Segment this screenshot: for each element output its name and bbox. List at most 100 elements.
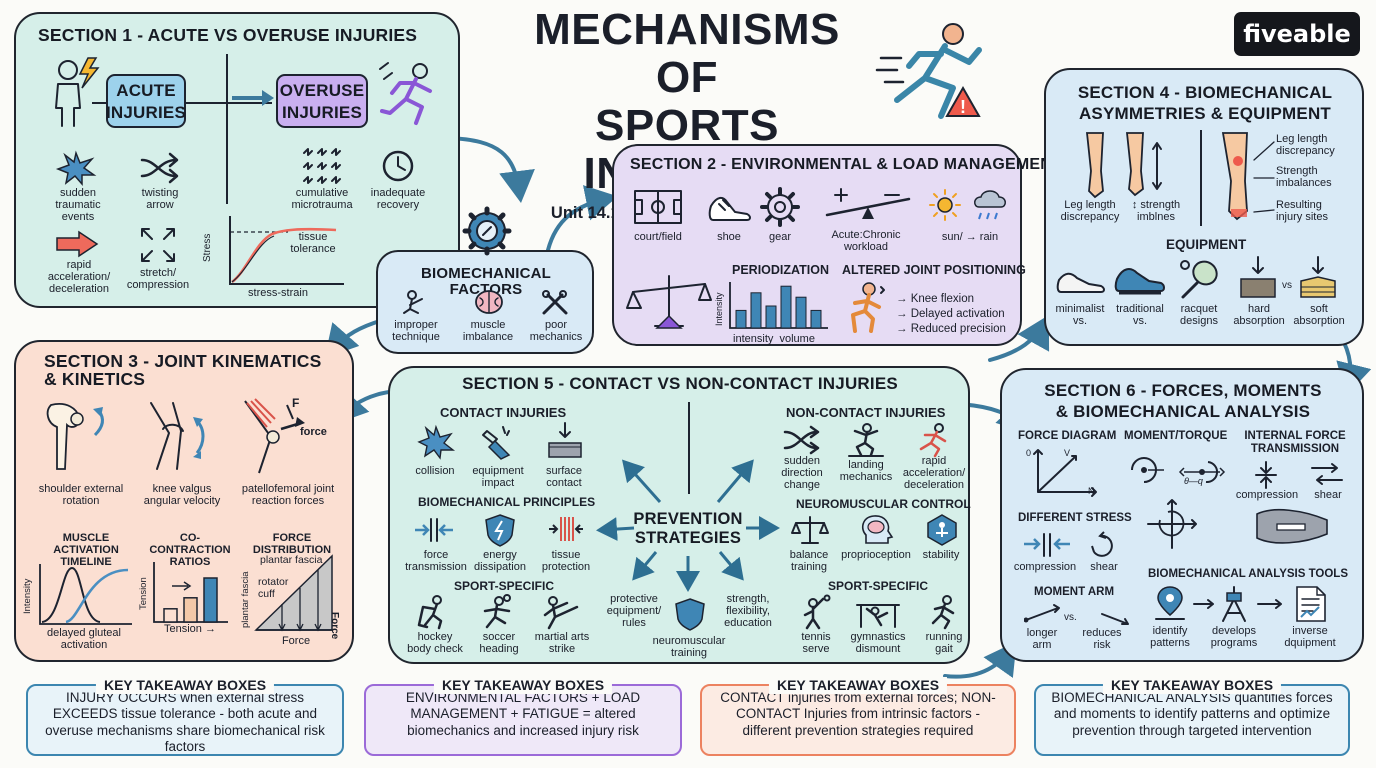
- force-transmission-icon: [412, 514, 456, 546]
- s5-sport-tennis: tennis serve: [801, 631, 831, 655]
- force-diagram: [1033, 449, 1097, 497]
- f-label: F: [292, 396, 300, 410]
- section-5-title: SECTION 5 - CONTACT VS NON-CONTACT INJUR…: [462, 374, 898, 393]
- technique-icon: [398, 288, 432, 316]
- collision-icon: [416, 424, 456, 460]
- fd-o-label: 0: [1026, 448, 1032, 458]
- s5-sport-soccer: soccer heading: [479, 631, 519, 655]
- s3-item-knee: knee valgus angular velocity: [143, 483, 221, 507]
- stress-strain-caption: stress-strain: [248, 287, 308, 299]
- s1-item-sudden-traumatic: sudden traumatic events: [55, 187, 101, 223]
- section-6-title: SECTION 6 - FORCES, MOMENTS & BIOMECHANI…: [1044, 381, 1322, 421]
- s1-item-inadequate: inadequate recovery: [370, 187, 426, 211]
- s5-nm-balance: balance training: [789, 549, 829, 573]
- sport-specific-right-heading: SPORT-SPECIFIC: [828, 579, 929, 593]
- co-contraction-bar: [183, 597, 198, 623]
- racquet-icon: [1176, 258, 1222, 302]
- takeaway-box-1: KEY TAKEAWAY BOXES INJURY OCCURS when ex…: [26, 677, 344, 756]
- periodization-bar: [795, 296, 807, 329]
- takeaway-3-text: CONTACT injuries from external forces; N…: [720, 690, 996, 738]
- ajp-item-knee: → Knee flexion: [896, 293, 974, 305]
- s5-principle-energy: energy dissipation: [474, 549, 526, 573]
- moment-arm-heading: MOMENT ARM: [1034, 586, 1115, 598]
- ma-longer: longer arm: [1026, 627, 1058, 651]
- fiveable-logo[interactable]: fiveable: [1234, 12, 1360, 56]
- s4-eq-traditional: traditional vs.: [1116, 303, 1164, 327]
- s5-prev-neuromuscular: neuromuscular training: [652, 635, 726, 659]
- takeaway-box-2: KEY TAKEAWAY BOXES ENVIRONMENTAL FACTORS…: [364, 677, 682, 756]
- s4-eq-hard: hard absorption: [1233, 303, 1285, 327]
- co-contraction-chart: [153, 562, 228, 623]
- co-contraction-bar: [203, 577, 218, 623]
- stretch-compress-icon: [138, 226, 178, 264]
- shoulder-icon: [36, 398, 122, 476]
- section-4-panel: [1044, 68, 1364, 346]
- s4-leg-length-right: Leg length discrepancy: [1276, 133, 1335, 157]
- s5-nc-landing: landing mechanics: [839, 459, 893, 483]
- muscle-activation-heading: MUSCLE ACTIVATION TIMELINE: [53, 532, 119, 569]
- ift-compression: compression: [1235, 489, 1299, 501]
- s4-eq-racquet: racquet designs: [1180, 303, 1218, 327]
- s5-principle-force: force transmission: [405, 549, 467, 573]
- periodization-bar: [780, 285, 792, 329]
- s5-contact-collision: collision: [415, 465, 455, 477]
- biomech-principles-heading: BIOMECHANICAL PRINCIPLES: [418, 495, 596, 509]
- periodization-bar: [735, 309, 747, 329]
- ajp-heading: ALTERED JOINT POSITIONING: [842, 263, 1026, 277]
- s4-leg-length-left: Leg length discrepancy: [1060, 199, 1120, 223]
- bio-item-technique: improper technique: [392, 319, 440, 343]
- running-figure-icon: [374, 60, 444, 126]
- identify-patterns-icon: [1150, 584, 1190, 624]
- energy-shield-icon: [482, 512, 518, 548]
- prevention-strategies-label: PREVENTION STRATEGIES: [633, 510, 743, 547]
- s5-principle-tissue: tissue protection: [541, 549, 591, 573]
- s4-injury-sites: Resulting injury sites: [1276, 199, 1328, 223]
- different-stress-heading: DIFFERENT STRESS: [1018, 512, 1132, 524]
- tissue-tolerance-label: tissue tolerance: [290, 231, 336, 255]
- takeaway-box-3: KEY TAKEAWAY BOXES CONTACT injuries from…: [700, 677, 1016, 756]
- non-contact-heading: NON-CONTACT INJURIES: [786, 405, 946, 420]
- section-2-title: SECTION 2 - ENVIRONMENTAL & LOAD MANAGEM…: [630, 156, 1063, 173]
- activation-caption: delayed gluteal activation: [46, 627, 121, 651]
- develops-programs-icon: [1214, 584, 1254, 624]
- stability-icon: [922, 512, 962, 548]
- periodization-bar: [810, 309, 822, 329]
- ds-shear: shear: [1090, 561, 1118, 573]
- section-5-divider: [688, 402, 690, 494]
- injured-leg-icon: [1216, 130, 1256, 222]
- section-4-title: SECTION 4 - BIOMECHANICAL ASYMMETRIES & …: [1077, 83, 1333, 123]
- intensity-axis-label: Intensity: [22, 578, 33, 614]
- knee-icon: [142, 398, 222, 476]
- ajp-list: → Knee flexion → Delayed activation → Re…: [896, 292, 1006, 337]
- seesaw-icon: [822, 184, 914, 228]
- s4-leader-lines: [1253, 141, 1275, 213]
- hockey-icon: [414, 594, 454, 630]
- landing-icon: [846, 422, 886, 458]
- s5-nc-rapid: rapid acceleration/ deceleration: [902, 455, 966, 491]
- sun-rain-icon: [928, 186, 1012, 226]
- periodization-heading: PERIODIZATION: [732, 263, 829, 277]
- gear-icon: [758, 186, 802, 228]
- prevention-arrows: [596, 459, 780, 592]
- theta-label: θ—q: [1184, 476, 1203, 486]
- different-stress-diagram: [1024, 531, 1113, 557]
- s1-item-rapid-accel: rapid acceleration/ deceleration: [47, 259, 111, 295]
- tension-axis-label: Tension: [138, 577, 149, 610]
- clock-icon: [378, 148, 418, 184]
- rapid-arrow-icon: [54, 230, 100, 258]
- internal-force-diagram: [1255, 461, 1343, 489]
- overuse-injuries-badge: [276, 74, 368, 128]
- takeaway-3-heading: KEY TAKEAWAY BOXES: [768, 677, 948, 695]
- s2-item-shoe: shoe: [717, 231, 741, 243]
- takeaway-2-text: ENVIRONMENTAL FACTORS + LOAD MANAGEMENT …: [405, 690, 641, 738]
- s5-contact-equipment: equipment impact: [472, 465, 524, 489]
- bio-item-imbalance: muscle imbalance: [462, 319, 514, 343]
- periodization-chart: [729, 282, 828, 329]
- s2-item-court: court/field: [634, 231, 682, 243]
- analysis-tools-heading: BIOMECHANICAL ANALYSIS TOOLS: [1148, 568, 1348, 580]
- internal-force-heading: INTERNAL FORCE TRANSMISSION: [1244, 430, 1346, 455]
- moment-arm-diagram: [1024, 604, 1129, 625]
- ma-reduces: reduces risk: [1082, 627, 1122, 651]
- section-3-title: SECTION 3 - JOINT KINEMATICS & KINETICS: [44, 351, 322, 390]
- contact-heading: CONTACT INJURIES: [440, 405, 567, 420]
